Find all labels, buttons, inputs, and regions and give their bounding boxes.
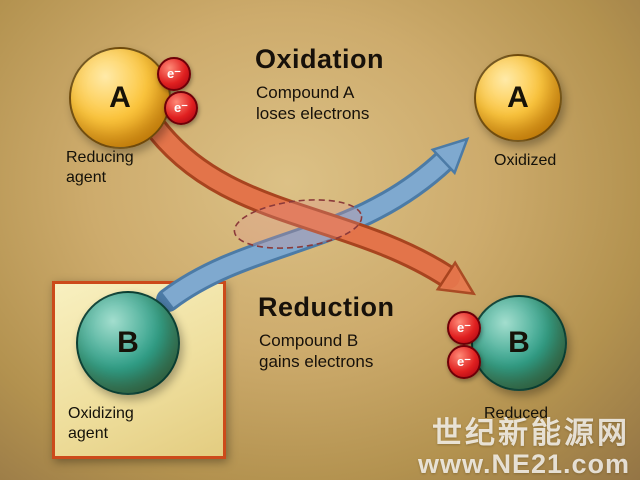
blue-arrow <box>162 137 470 308</box>
watermark: 世纪新能源网 www.NE21.com <box>418 418 630 478</box>
compound-b-start-sphere: B <box>76 291 180 395</box>
oxidizing-agent-caption: Oxidizing agent <box>68 405 134 442</box>
watermark-line1: 世纪新能源网 <box>432 417 630 451</box>
orange-arrow <box>142 114 477 296</box>
electron-icon: e⁻ <box>157 57 191 91</box>
oxidation-description: Compound A loses electrons <box>256 83 370 124</box>
compound-b-label: B <box>508 326 530 359</box>
reduction-title: Reduction <box>258 292 395 322</box>
electron-icon: e⁻ <box>447 345 481 379</box>
compound-a-end-sphere: A <box>474 54 562 142</box>
compound-b-end-sphere: B <box>471 295 567 391</box>
compound-b-label: B <box>117 326 139 359</box>
compound-a-start-sphere: A <box>69 47 171 149</box>
reducing-agent-caption: Reducing agent <box>66 149 134 186</box>
reduced-caption: Reduced <box>484 405 549 422</box>
oxidation-title: Oxidation <box>255 44 385 74</box>
compound-a-label: A <box>109 81 131 114</box>
electron-icon: e⁻ <box>164 91 198 125</box>
overlap-ellipse <box>233 199 363 249</box>
compound-a-label: A <box>507 81 529 114</box>
oxidized-caption: Oxidized <box>494 152 557 169</box>
electron-icon: e⁻ <box>447 311 481 345</box>
watermark-line2: www.NE21.com <box>417 448 630 479</box>
reduction-description: Compound B gains electrons <box>259 331 374 372</box>
